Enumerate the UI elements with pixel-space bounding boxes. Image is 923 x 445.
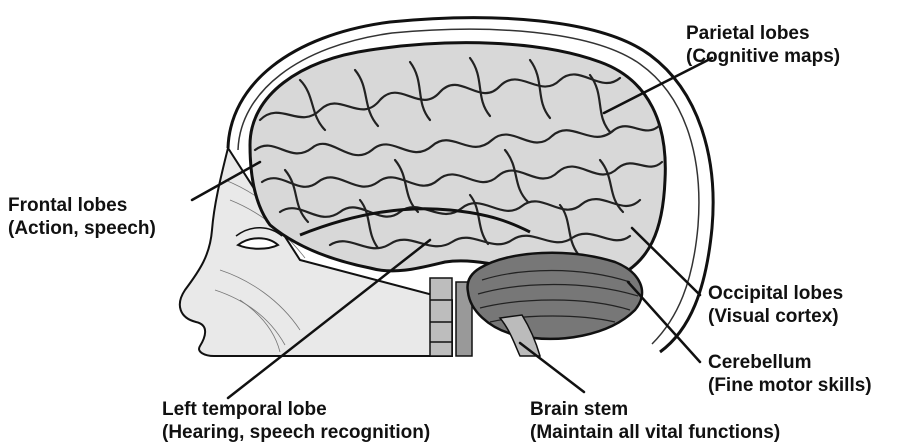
temporal-name: Left temporal lobe [162,398,430,421]
cerebellum-desc: (Fine motor skills) [708,374,872,397]
temporal-desc: (Hearing, speech recognition) [162,421,430,444]
frontal-desc: (Action, speech) [8,217,156,240]
label-frontal-lobes: Frontal lobes (Action, speech) [8,194,156,240]
parietal-name: Parietal lobes [686,22,840,45]
cerebellum [468,253,643,339]
occipital-desc: (Visual cortex) [708,305,843,328]
frontal-name: Frontal lobes [8,194,156,217]
label-brain-stem: Brain stem (Maintain all vital functions… [530,398,780,444]
brainstem-name: Brain stem [530,398,780,421]
parietal-desc: (Cognitive maps) [686,45,840,68]
label-cerebellum: Cerebellum (Fine motor skills) [708,351,872,397]
cerebellum-name: Cerebellum [708,351,872,374]
label-parietal-lobes: Parietal lobes (Cognitive maps) [686,22,840,68]
label-occipital-lobes: Occipital lobes (Visual cortex) [708,282,843,328]
leader-brainstem [520,343,584,392]
occipital-name: Occipital lobes [708,282,843,305]
neck [430,278,472,356]
brainstem-desc: (Maintain all vital functions) [530,421,780,444]
leader-occipital [632,228,700,295]
label-left-temporal-lobe: Left temporal lobe (Hearing, speech reco… [162,398,430,444]
